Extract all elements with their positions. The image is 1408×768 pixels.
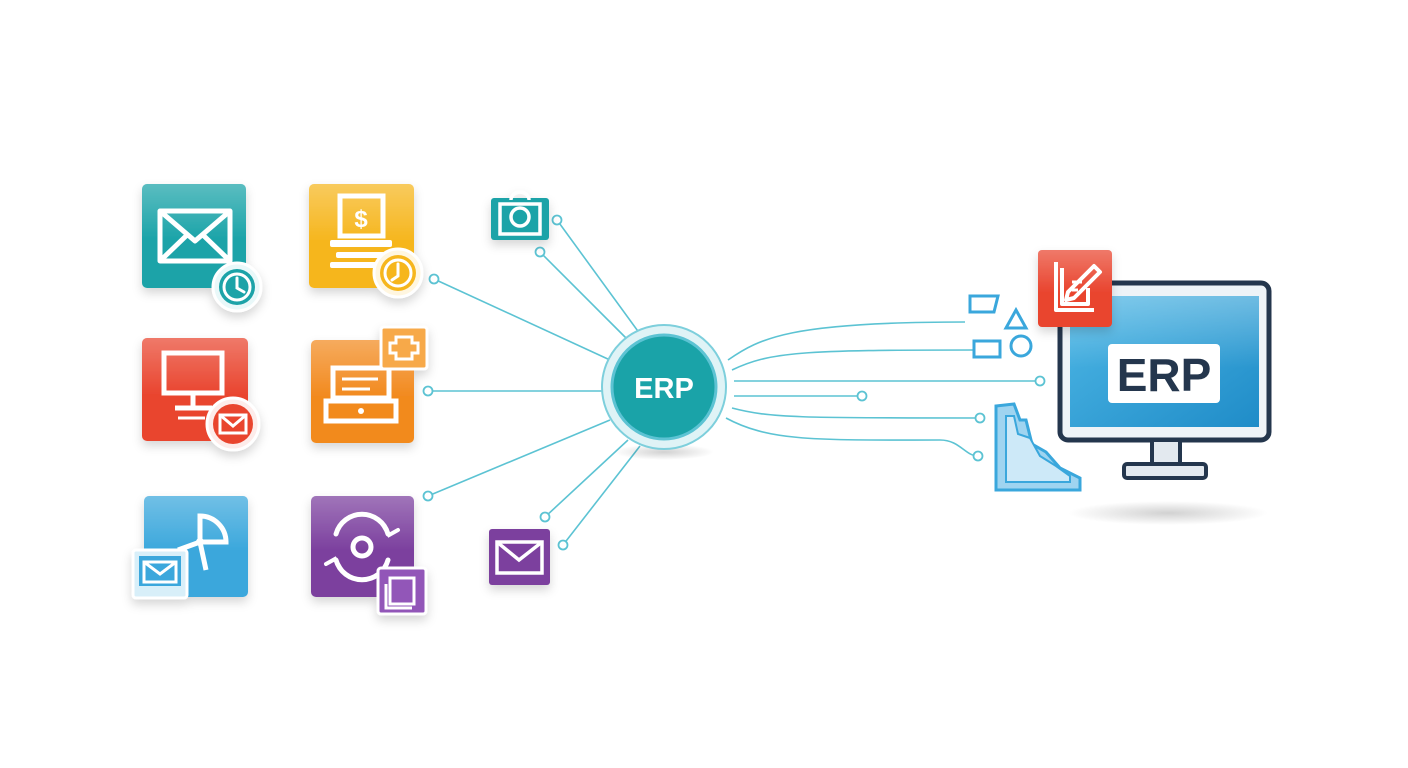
connector-bag — [556, 219, 641, 335]
connector-r5 — [731, 407, 981, 419]
connector-r6 — [725, 417, 979, 457]
connector-bag-2 — [539, 251, 629, 341]
printer-document-icon — [323, 365, 399, 424]
coin-icon — [372, 247, 424, 299]
right-connector-ends — [856, 375, 1046, 462]
envelope-icon — [495, 540, 544, 575]
dollar-sign: $ — [354, 206, 368, 233]
connector-r2 — [731, 349, 976, 371]
connector-r1 — [727, 321, 966, 361]
edit-badge[interactable] — [1038, 250, 1112, 327]
sync-archive-tile[interactable] — [311, 496, 428, 616]
analytics-message-tile[interactable] — [131, 496, 248, 600]
camera-bag-node[interactable] — [491, 190, 549, 240]
circle-shape-icon — [1009, 334, 1033, 358]
rect-shape-icon-2 — [972, 339, 1002, 359]
document-printer-tile[interactable] — [311, 325, 429, 443]
envelope-icon — [157, 208, 233, 264]
message-badge-icon — [131, 548, 189, 600]
connector-invoice — [433, 278, 611, 361]
connector-end — [422, 385, 434, 397]
archive-badge-icon — [376, 566, 428, 616]
rect-shape-icon — [968, 294, 1000, 314]
computer-icon — [161, 350, 225, 420]
monitor-floor-shadow — [1068, 501, 1268, 525]
shapes-widget[interactable] — [968, 294, 1033, 359]
connector-end — [972, 450, 984, 462]
connector-end — [422, 490, 434, 502]
connector-end — [856, 390, 868, 402]
stairs-chart-widget[interactable] — [994, 402, 1082, 492]
connector-end — [551, 214, 563, 226]
envelope-badge-icon — [205, 396, 261, 452]
triangle-shape-icon — [1003, 306, 1029, 330]
connector-analytics — [427, 419, 611, 497]
connector-end — [557, 539, 569, 551]
connector-end — [974, 412, 986, 424]
mail-node[interactable] — [489, 529, 550, 585]
monitor-base — [1122, 462, 1208, 480]
connector-end — [428, 273, 440, 285]
right-connectors — [725, 321, 1040, 457]
email-schedule-tile[interactable] — [142, 184, 263, 313]
bag-icon — [498, 190, 542, 236]
erp-hub-label: ERP — [634, 373, 694, 405]
connector-mail-2 — [562, 445, 641, 546]
monitor-erp-label: ERP — [1117, 349, 1212, 401]
edit-document-icon — [1054, 262, 1102, 312]
connector-end — [534, 246, 546, 258]
computer-mail-tile[interactable] — [142, 338, 261, 452]
plus-badge-icon — [379, 325, 429, 371]
connector-mail — [544, 439, 629, 518]
connector-end — [539, 511, 551, 523]
invoice-payment-tile[interactable]: $ — [309, 184, 424, 299]
left-connector-ends — [422, 214, 569, 551]
clock-icon — [211, 261, 263, 313]
connector-end — [1034, 375, 1046, 387]
erp-hub[interactable]: ERP — [601, 324, 727, 460]
left-connectors — [427, 219, 641, 546]
